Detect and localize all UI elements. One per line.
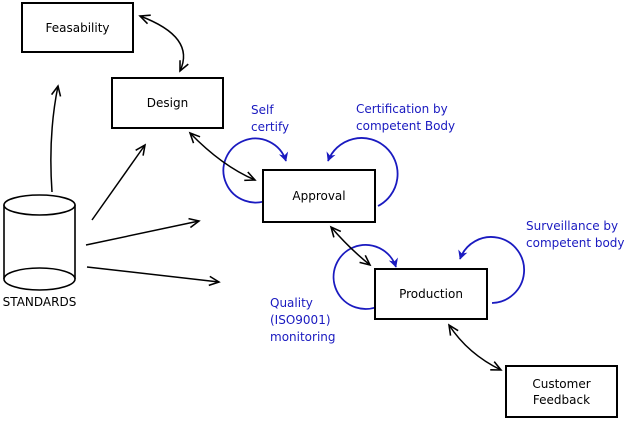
self-certify-label: Self certify (251, 103, 290, 134)
node-design: Design (111, 77, 224, 129)
surveillance-label: Surveillance by competent body (526, 219, 625, 250)
node-approval: Approval (262, 169, 376, 223)
edge-standards-production (86, 266, 221, 287)
node-customer-feedback: Customer Feedback (505, 365, 618, 418)
standards-label: STANDARDS (2, 295, 77, 309)
loop-surveillance (458, 236, 525, 304)
node-production: Production (374, 268, 488, 320)
loop-certification (326, 137, 399, 207)
quality-monitoring-label: Quality (ISO9001) monitoring (270, 296, 336, 344)
edge-design-approval (188, 131, 257, 182)
node-feasability: Feasability (21, 2, 134, 53)
edge-approval-production (329, 225, 372, 267)
edge-standards-design (91, 143, 147, 221)
certification-label: Certification by competent Body (356, 102, 456, 133)
edge-standards-approval (85, 217, 201, 246)
edge-feasability-design (138, 14, 189, 73)
edge-standards-feasability (50, 84, 62, 193)
edge-production-customer-feedback (447, 323, 503, 371)
standards-cylinder (3, 194, 76, 291)
